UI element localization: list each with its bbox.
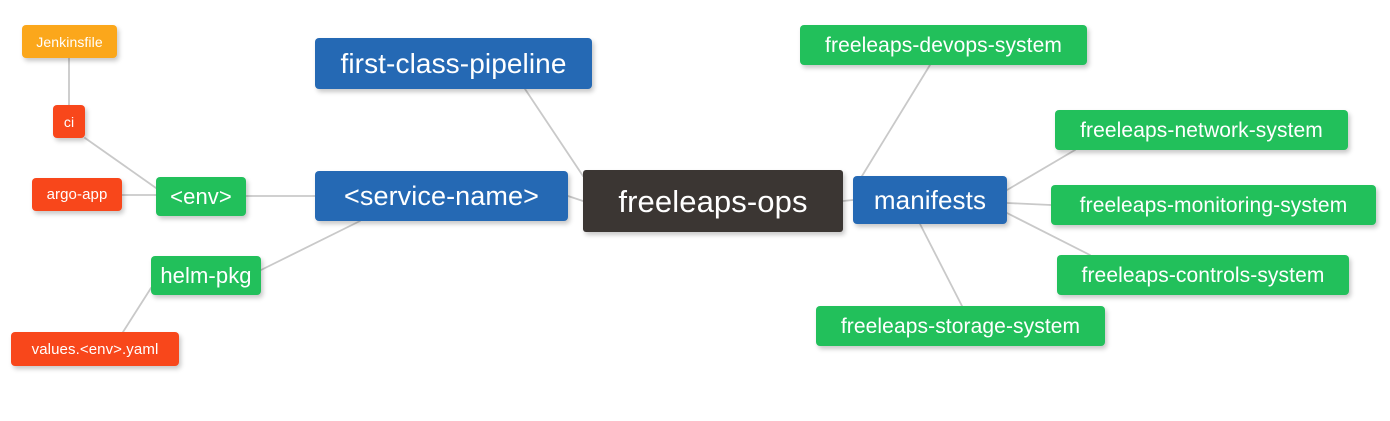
edge-service-name-to-helm-pkg [260,220,361,271]
node-label-manifests: manifests [873,185,987,215]
node-label-freeleaps-devops-system: freeleaps-devops-system [825,33,1062,57]
edge-helm-pkg-to-values-env-yaml [122,287,152,333]
node-label-helm-pkg: helm-pkg [160,262,252,288]
node-label-freeleaps-ops: freeleaps-ops [618,183,808,219]
edge-freeleaps-ops-to-service-name [567,195,584,202]
edge-manifests-to-freeleaps-devops-system [861,64,931,177]
node-freeleaps-network-system[interactable]: freeleaps-network-system [1055,110,1348,150]
node-freeleaps-controls-system[interactable]: freeleaps-controls-system [1057,255,1349,295]
node-label-first-class-pipeline: first-class-pipeline [340,47,567,79]
node-freeleaps-devops-system[interactable]: freeleaps-devops-system [800,25,1087,65]
node-freeleaps-monitoring-system[interactable]: freeleaps-monitoring-system [1051,185,1376,225]
node-freeleaps-storage-system[interactable]: freeleaps-storage-system [816,306,1105,346]
node-label-values-env-yaml: values.<env>.yaml [31,340,159,358]
node-label-freeleaps-controls-system: freeleaps-controls-system [1081,263,1325,287]
node-freeleaps-ops[interactable]: freeleaps-ops [583,170,843,232]
node-label-ci: ci [63,113,75,130]
node-argo-app[interactable]: argo-app [32,178,122,211]
node-manifests[interactable]: manifests [853,176,1007,224]
node-label-freeleaps-network-system: freeleaps-network-system [1080,118,1323,142]
node-values-env-yaml[interactable]: values.<env>.yaml [11,332,179,366]
node-label-jenkinsfile: Jenkinsfile [36,33,103,50]
node-helm-pkg[interactable]: helm-pkg [151,256,261,295]
node-label-service-name: <service-name> [344,180,539,211]
node-first-class-pipeline[interactable]: first-class-pipeline [315,38,592,89]
edge-manifests-to-freeleaps-monitoring-system [1006,202,1052,206]
node-service-name[interactable]: <service-name> [315,171,568,221]
node-ci[interactable]: ci [53,105,85,138]
node-label-env: <env> [170,183,232,209]
edge-freeleaps-ops-to-manifests [842,199,854,202]
node-env[interactable]: <env> [156,177,246,216]
node-label-freeleaps-monitoring-system: freeleaps-monitoring-system [1079,193,1348,217]
edge-manifests-to-freeleaps-network-system [1006,149,1076,191]
node-jenkinsfile[interactable]: Jenkinsfile [22,25,117,58]
edge-freeleaps-ops-to-first-class-pipeline [524,88,584,177]
node-label-argo-app: argo-app [46,186,108,203]
node-label-freeleaps-storage-system: freeleaps-storage-system [840,314,1081,338]
edge-manifests-to-freeleaps-storage-system [919,223,963,307]
